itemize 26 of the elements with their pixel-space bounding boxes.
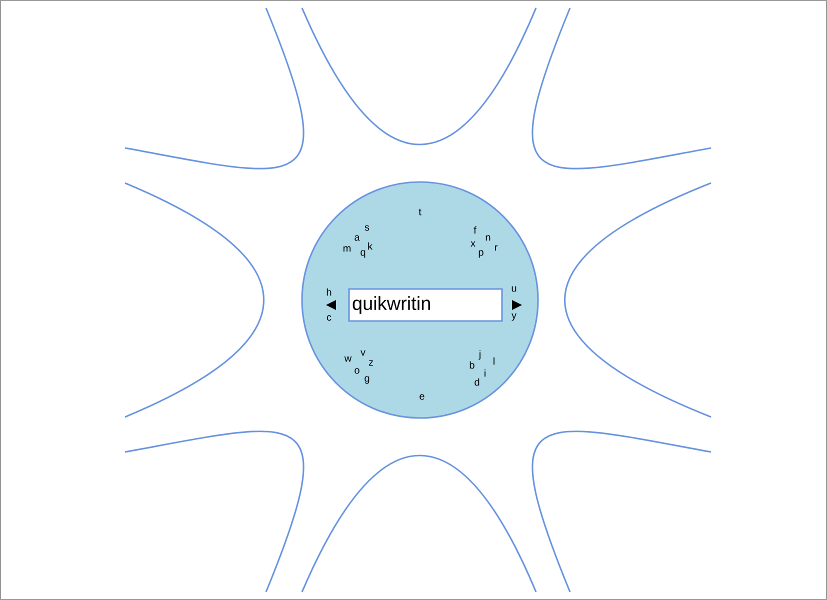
letter: j bbox=[478, 350, 480, 360]
letter: i bbox=[484, 369, 486, 377]
letter: v bbox=[360, 350, 366, 356]
letter: w bbox=[344, 356, 352, 362]
letter: s bbox=[364, 225, 370, 231]
letter: e bbox=[420, 394, 424, 400]
letter: p bbox=[478, 250, 484, 258]
text-field: quikwritin bbox=[348, 288, 503, 322]
letter: c bbox=[326, 315, 332, 321]
letter: r bbox=[495, 245, 498, 251]
letter: b bbox=[470, 361, 474, 369]
letter: f bbox=[474, 226, 476, 234]
letter: m bbox=[344, 246, 350, 252]
letter: y bbox=[512, 313, 516, 321]
letter: u bbox=[512, 286, 516, 292]
letter: x bbox=[470, 241, 476, 247]
letter: q bbox=[360, 250, 366, 258]
letter: z bbox=[368, 360, 373, 366]
letter: a bbox=[354, 235, 360, 241]
letter: d bbox=[474, 378, 480, 386]
letter: n bbox=[486, 235, 490, 241]
letter: o bbox=[354, 368, 360, 374]
letter: t bbox=[418, 208, 422, 216]
letter: g bbox=[364, 376, 370, 384]
letter: k bbox=[368, 242, 373, 250]
letter: h bbox=[326, 288, 332, 296]
